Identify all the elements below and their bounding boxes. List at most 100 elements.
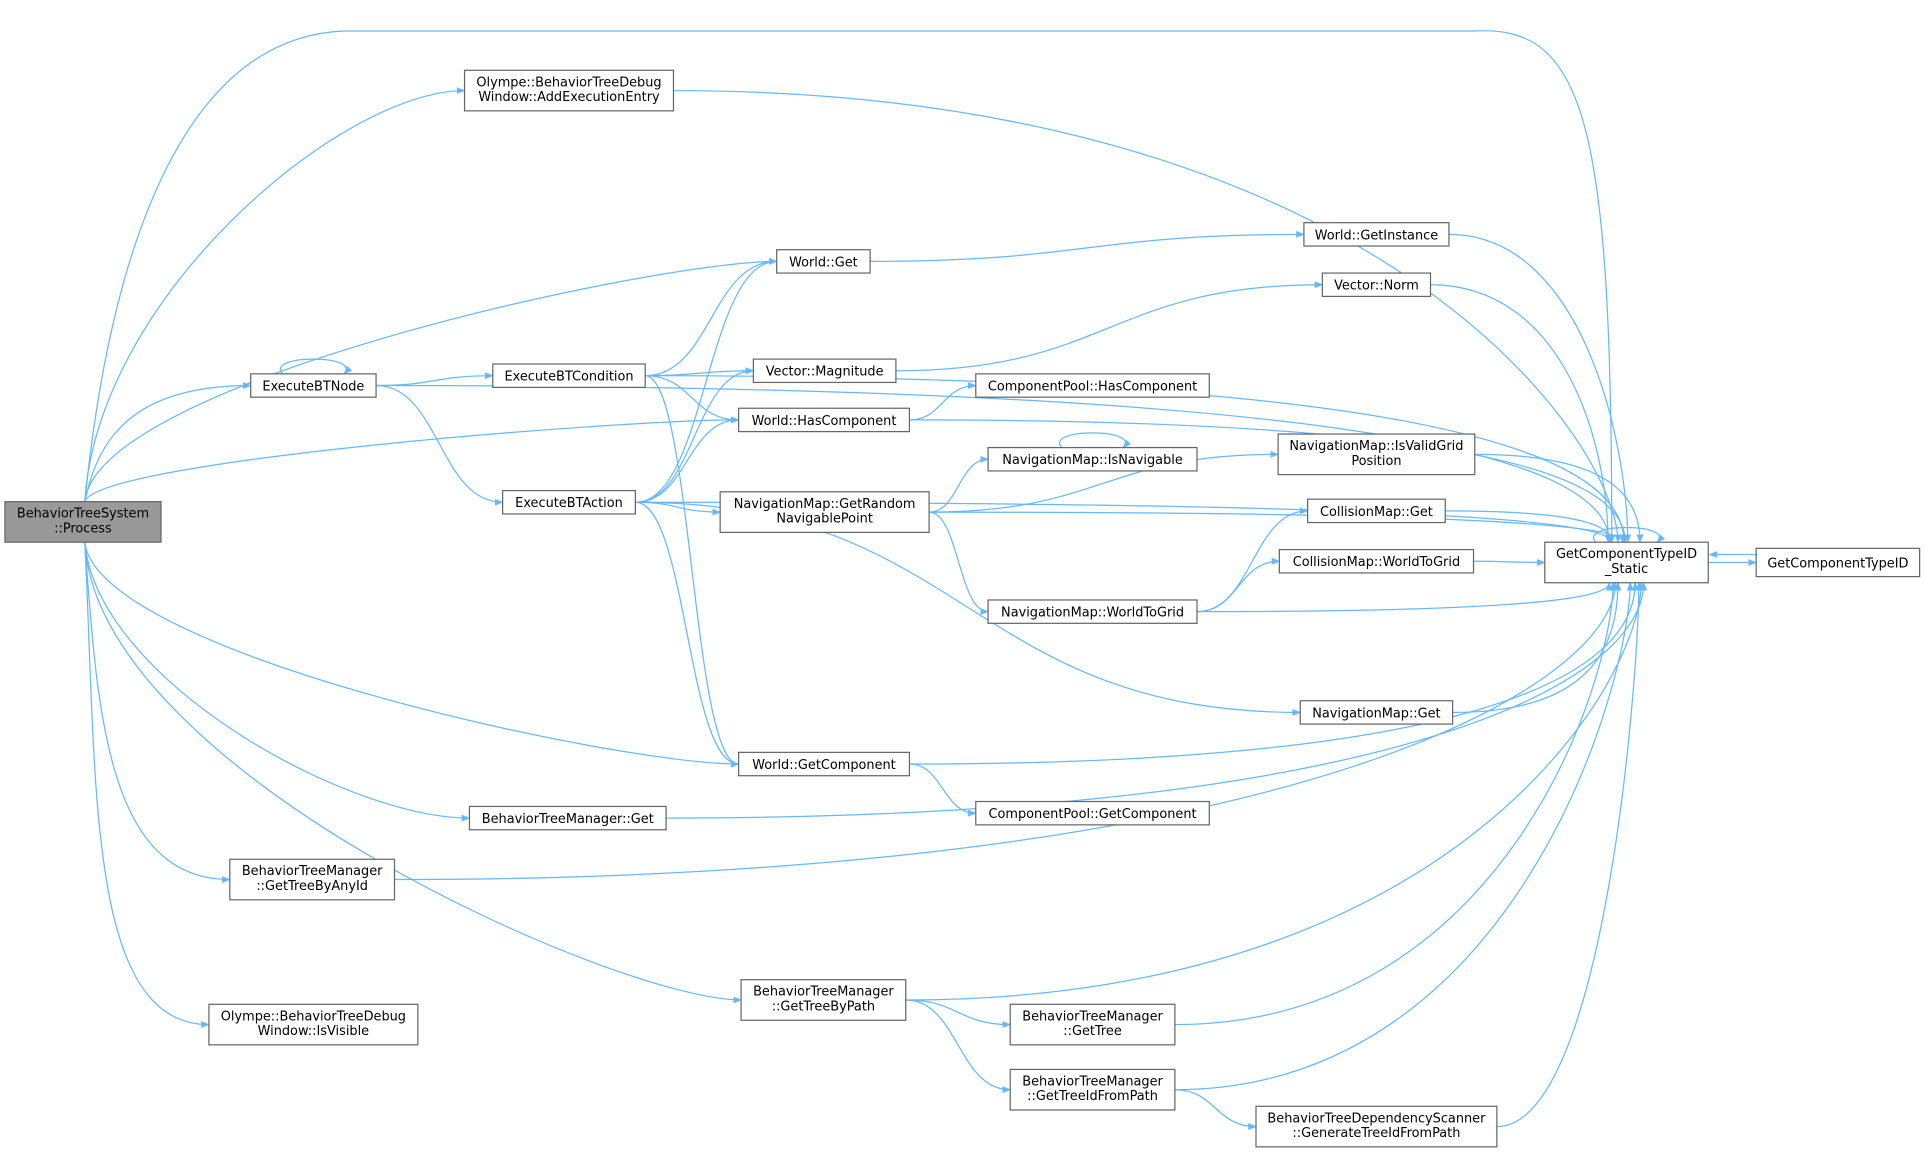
edge-btmget-to-gcts xyxy=(666,581,1648,819)
edge-worldget-to-getinstance xyxy=(870,230,1305,263)
edge-getrandom-to-isnav xyxy=(929,455,989,513)
node-label: ComponentPool::HasComponent xyxy=(988,379,1197,394)
node-label: GetComponentTypeID xyxy=(1767,556,1908,571)
node-nmget[interactable]: NavigationMap::Get xyxy=(1299,700,1454,725)
node-process[interactable]: BehaviorTreeSystem::Process xyxy=(4,501,162,543)
edge-cmget-to-gcts xyxy=(1445,510,1616,544)
node-label: ::GetTreeByPath xyxy=(772,999,875,1014)
node-scanner[interactable]: BehaviorTreeDependencyScanner::GenerateT… xyxy=(1255,1105,1498,1148)
node-box xyxy=(975,373,1210,398)
node-gcts[interactable]: GetComponentTypeID_Static xyxy=(1544,541,1709,584)
node-box xyxy=(1306,498,1446,524)
node-label: BehaviorTreeDependencyScanner xyxy=(1267,1111,1486,1126)
node-bypath[interactable]: BehaviorTreeManager::GetTreeByPath xyxy=(740,979,907,1021)
node-norm[interactable]: Vector::Norm xyxy=(1321,272,1432,298)
node-label: ::GetTreeByAnyId xyxy=(256,879,368,894)
node-addexec[interactable]: Olympe::BehaviorTreeDebugWindow::AddExec… xyxy=(463,69,675,112)
node-label: NavigablePoint xyxy=(776,512,873,527)
node-box xyxy=(719,491,930,533)
edge-byanyid-to-gcts xyxy=(394,581,1619,881)
edge-scanner-to-gcts xyxy=(1496,581,1643,1128)
node-byanyid[interactable]: BehaviorTreeManager::GetTreeByAnyId xyxy=(229,858,396,901)
edge-magnitude-to-norm xyxy=(895,281,1324,372)
node-nmw2g[interactable]: NavigationMap::WorldToGrid xyxy=(987,599,1198,624)
node-isvisible[interactable]: Olympe::BehaviorTreeDebugWindow::IsVisib… xyxy=(208,1003,419,1046)
edge-action-to-getcomp xyxy=(635,501,740,768)
edge-idfrompath-to-scanner xyxy=(1174,1089,1257,1131)
node-label: CollisionMap::Get xyxy=(1320,505,1433,520)
node-label: ExecuteBTCondition xyxy=(504,370,633,385)
node-label: BehaviorTreeManager::Get xyxy=(482,812,654,827)
node-box xyxy=(502,489,636,515)
node-cmget[interactable]: CollisionMap::Get xyxy=(1306,498,1446,524)
node-label: BehaviorTreeManager xyxy=(1022,1074,1163,1089)
edge-getinstance-to-gcts xyxy=(1448,233,1632,544)
edge-process-to-hascomp xyxy=(84,416,740,502)
node-getinstance[interactable]: World::GetInstance xyxy=(1303,222,1450,247)
node-label: BehaviorTreeManager xyxy=(1022,1009,1163,1024)
node-btmget[interactable]: BehaviorTreeManager::Get xyxy=(468,805,667,831)
node-label: ExecuteBTAction xyxy=(515,496,623,511)
node-label: World::HasComponent xyxy=(752,414,897,429)
edge-nmw2g-to-cmw2g xyxy=(1197,557,1281,613)
edge-cond-to-gcts xyxy=(645,375,1628,544)
node-label: ::GetTree xyxy=(1063,1024,1122,1039)
node-box xyxy=(1255,1105,1498,1148)
node-box xyxy=(776,249,871,274)
node-box xyxy=(752,358,897,384)
node-box xyxy=(468,805,667,831)
node-box xyxy=(1009,1068,1176,1111)
edge-getcomp-to-cpget xyxy=(909,763,977,817)
node-box xyxy=(1303,222,1450,247)
node-box xyxy=(737,751,911,777)
edge-cond-to-worldget xyxy=(645,257,778,377)
edge-process-to-addexec xyxy=(84,87,466,502)
node-label: NavigationMap::WorldToGrid xyxy=(1001,606,1184,621)
node-box xyxy=(987,599,1198,624)
node-idfrompath[interactable]: BehaviorTreeManager::GetTreeIdFromPath xyxy=(1009,1068,1176,1111)
node-label: Window::IsVisible xyxy=(258,1024,370,1039)
node-cpget[interactable]: ComponentPool::GetComponent xyxy=(975,800,1210,826)
node-hascomp[interactable]: World::HasComponent xyxy=(737,407,911,433)
node-label: World::Get xyxy=(789,255,858,270)
node-gcti[interactable]: GetComponentTypeID xyxy=(1755,547,1921,578)
edge-hascomp-to-cphas xyxy=(909,382,977,421)
node-box xyxy=(4,501,162,543)
node-action[interactable]: ExecuteBTAction xyxy=(502,489,636,515)
node-gettree[interactable]: BehaviorTreeManager::GetTree xyxy=(1009,1003,1176,1046)
node-isnav[interactable]: NavigationMap::IsNavigable xyxy=(987,446,1198,472)
node-cphas[interactable]: ComponentPool::HasComponent xyxy=(975,373,1210,398)
edge-bypath-to-gcts xyxy=(905,581,1645,1001)
node-magnitude[interactable]: Vector::Magnitude xyxy=(752,358,897,384)
node-box xyxy=(1299,700,1454,725)
node-label: ::Process xyxy=(54,521,112,536)
node-box xyxy=(1755,547,1921,578)
edge-executebtnode-to-cond xyxy=(376,372,494,387)
node-cond[interactable]: ExecuteBTCondition xyxy=(492,363,646,388)
node-label: CollisionMap::WorldToGrid xyxy=(1293,555,1460,570)
node-box xyxy=(1009,1003,1176,1046)
edge-norm-to-gcts xyxy=(1430,284,1612,544)
node-cmw2g[interactable]: CollisionMap::WorldToGrid xyxy=(1278,548,1475,574)
edge-executebtnode-to-action xyxy=(376,384,504,506)
node-label: ExecuteBTNode xyxy=(262,379,364,394)
edge-getrandom-to-isvalid xyxy=(929,450,1279,513)
edge-action-to-hascomp xyxy=(635,416,740,503)
node-getcomp[interactable]: World::GetComponent xyxy=(737,751,911,777)
node-executebtnode[interactable]: ExecuteBTNode xyxy=(250,373,377,398)
edge-action-to-worldget xyxy=(635,257,778,503)
node-box xyxy=(975,800,1210,826)
edge-isnav-to-isnav xyxy=(1058,432,1132,449)
edge-process-to-isvisible xyxy=(84,542,210,1028)
node-label: Vector::Norm xyxy=(1334,279,1419,294)
node-label: World::GetComponent xyxy=(752,758,895,773)
node-label: NavigationMap::IsValidGrid xyxy=(1289,439,1463,454)
edge-process-to-getcomp xyxy=(84,542,740,768)
edge-hascomp-to-gcts xyxy=(909,419,1629,544)
edge-addexec-to-gcts xyxy=(673,89,1622,544)
node-box xyxy=(987,446,1198,472)
node-worldget[interactable]: World::Get xyxy=(776,249,871,274)
